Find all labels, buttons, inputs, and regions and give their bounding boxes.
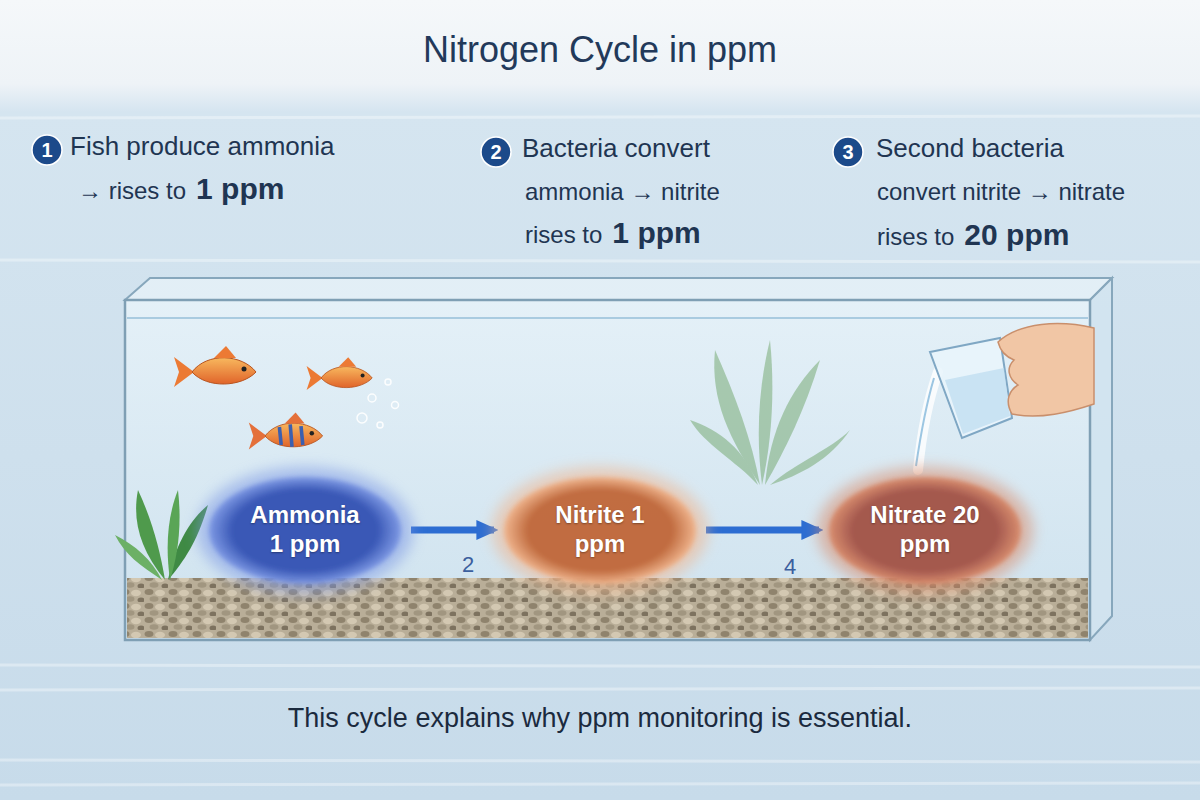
step-text: rises to: [525, 221, 602, 250]
step-text: Second bacteria: [876, 133, 1064, 164]
step-text: → rises to: [78, 177, 186, 206]
step-text: ammonia → nitrite: [525, 178, 720, 207]
compound-blob: Nitrite 1 ppm: [500, 473, 700, 588]
step-number: 2: [490, 140, 501, 164]
step-text: Fish produce ammonia: [70, 131, 334, 162]
callout-number: 4: [784, 554, 796, 580]
step-number-circle: 2: [480, 136, 512, 168]
compound-blob: Ammonia 1 ppm: [205, 473, 405, 588]
flow-arrow: [706, 527, 819, 534]
flow-arrow: [411, 527, 494, 534]
diagram-title: Nitrogen Cycle in ppm: [423, 28, 777, 71]
step-text: rises to: [877, 223, 954, 252]
compound-label: Ammonia 1 ppm: [243, 501, 368, 559]
step-text: Bacteria convert: [522, 133, 710, 164]
step-number-circle: 1: [31, 134, 63, 166]
callout-number: 2: [462, 552, 474, 578]
step-number: 1: [41, 138, 52, 162]
compound-label: Nitrate 20 ppm: [863, 501, 988, 559]
step-number-circle: 3: [832, 136, 864, 168]
compound-label: Nitrite 1 ppm: [538, 501, 663, 559]
diagram-caption: This cycle explains why ppm monitoring i…: [288, 702, 912, 734]
ppm-value: 20 ppm: [964, 217, 1069, 253]
ppm-value: 1 ppm: [612, 215, 700, 251]
step-text: convert nitrite → nitrate: [877, 178, 1125, 207]
step-number: 3: [842, 140, 853, 164]
ppm-value: 1 ppm: [196, 171, 284, 207]
compound-blob: Nitrate 20 ppm: [825, 473, 1025, 588]
